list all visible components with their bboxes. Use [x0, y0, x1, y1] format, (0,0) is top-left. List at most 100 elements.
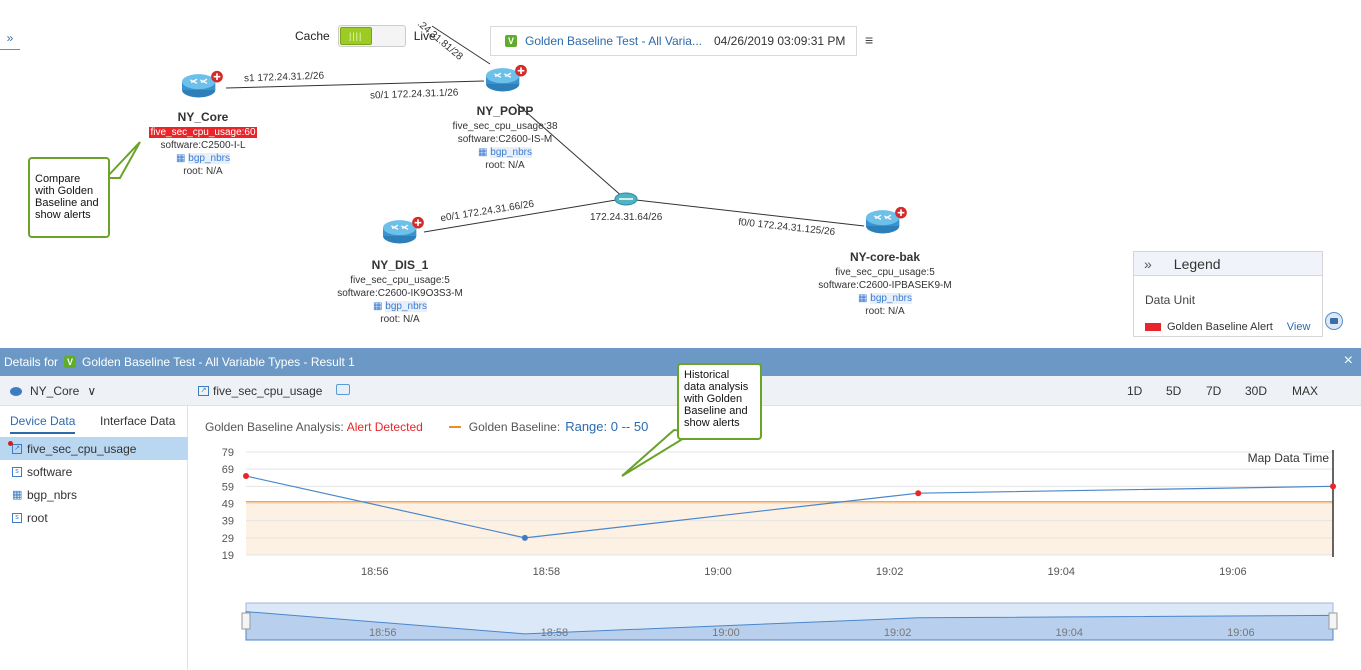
toggle-switch[interactable]: |||| — [337, 25, 406, 47]
alert-swatch — [1145, 323, 1161, 331]
details-title: Golden Baseline Test - All Variable Type… — [82, 355, 355, 369]
range-max[interactable]: MAX — [1292, 384, 1319, 398]
callout-line: Compare — [35, 173, 81, 185]
baseline-range: Range: 0 -- 50 — [565, 419, 649, 434]
navigator-tick-label: 19:02 — [884, 627, 912, 639]
y-tick-label: 49 — [222, 499, 234, 511]
table-icon: ▦ — [373, 301, 386, 312]
link-top — [431, 25, 491, 65]
bgp-nbrs-link[interactable]: bgp_nbrs — [188, 153, 230, 164]
callout-line: with Golden — [684, 393, 743, 405]
node-ny-dis-1[interactable]: NY_DIS_1 five_sec_cpu_usage:5 software:C… — [310, 258, 490, 326]
bgp-nbrs-link[interactable]: bgp_nbrs — [490, 147, 532, 158]
list-item-five-sec-cpu-usage[interactable]: ↗ five_sec_cpu_usage — [0, 437, 188, 460]
compare-callout: Compare with Golden Baseline and show al… — [28, 157, 110, 238]
metric-tab[interactable]: ↗ five_sec_cpu_usage — [198, 384, 322, 398]
analysis-label: Golden Baseline Analysis: — [205, 419, 344, 434]
baseline-legend-swatch — [448, 425, 461, 428]
list-item-software[interactable]: s software — [0, 460, 188, 483]
close-icon[interactable]: × — [1343, 352, 1353, 369]
list-item-bgp-nbrs[interactable]: ▦ bgp_nbrs — [0, 483, 188, 506]
list-item-label: root — [27, 510, 48, 525]
router-icon-ny-popp[interactable] — [484, 64, 528, 94]
y-tick-label: 39 — [222, 516, 234, 528]
timeseries-icon: ↗ — [198, 386, 209, 396]
navigator-handle[interactable] — [1328, 612, 1338, 630]
software-value: software:C2600-IPBASEK9-M — [818, 280, 952, 291]
result-tab[interactable]: V Golden Baseline Test - All Varia... 04… — [490, 26, 857, 56]
metric-tab-label: five_sec_cpu_usage — [213, 384, 323, 398]
topology-links — [225, 25, 865, 233]
node-ny-popp[interactable]: NY_POPP five_sec_cpu_usage:38 software:C… — [415, 104, 595, 172]
string-icon: s — [12, 512, 22, 523]
menu-icon[interactable]: ≡ — [865, 32, 874, 48]
legend-item-alert: Golden Baseline Alert View — [1145, 321, 1310, 333]
cpu-alert-value: five_sec_cpu_usage:60 — [149, 127, 257, 138]
data-list-panel: Device Data Interface Data ↗ five_sec_cp… — [0, 406, 188, 670]
collapse-legend-icon[interactable]: » — [1144, 255, 1152, 272]
navigator-tick-label: 19:00 — [712, 627, 740, 639]
hub-icon[interactable] — [614, 192, 638, 206]
tab-interface-data[interactable]: Interface Data — [100, 414, 176, 428]
node-name: NY_POPP — [476, 104, 534, 118]
historical-callout: Historical data analysis with Golden Bas… — [677, 363, 762, 440]
toggle-knob[interactable]: |||| — [339, 27, 372, 45]
callout-line: Historical — [684, 369, 730, 381]
node-ny-core-bak[interactable]: NY-core-bak five_sec_cpu_usage:5 softwar… — [795, 250, 975, 318]
node-ny-core[interactable]: NY_Core five_sec_cpu_usage:60 software:C… — [113, 110, 293, 178]
range-7d[interactable]: 7D — [1206, 384, 1222, 398]
link-core-popp — [225, 80, 485, 89]
router-icon-ny-core[interactable] — [180, 70, 224, 100]
navigator-handle[interactable] — [241, 612, 251, 630]
legend-data-unit: Data Unit — [1145, 293, 1196, 307]
tab-device-data[interactable]: Device Data — [10, 414, 76, 434]
visual-icon: V — [505, 35, 517, 47]
details-prefix: Details for — [4, 355, 59, 369]
range-30d[interactable]: 30D — [1245, 384, 1268, 398]
range-1d[interactable]: 1D — [1127, 384, 1143, 398]
visual-icon: V — [64, 356, 77, 368]
y-tick-label: 19 — [222, 550, 234, 562]
alert-point — [1330, 483, 1336, 490]
router-icon-ny-dis-1[interactable] — [381, 216, 425, 246]
root-value: root: N/A — [865, 306, 905, 317]
baseline-band — [246, 501, 1333, 555]
legend-title: Legend — [1173, 255, 1221, 272]
link-dis-hub — [423, 199, 617, 233]
node-name: NY-core-bak — [849, 250, 921, 264]
map-view-icon[interactable] — [1325, 312, 1343, 330]
software-value: software:C2600-IK9O3S3-M — [337, 288, 463, 299]
x-tick-label: 18:56 — [361, 566, 389, 578]
y-tick-label: 69 — [222, 464, 234, 476]
root-value: root: N/A — [183, 166, 223, 177]
table-icon: ▦ — [478, 147, 491, 158]
expand-panel-icon[interactable]: » — [0, 28, 20, 50]
legend-alert-label: Golden Baseline Alert — [1167, 321, 1273, 333]
table-icon: ▦ — [12, 488, 23, 501]
cache-live-toggle[interactable]: Cache |||| Live — [295, 24, 436, 48]
bgp-nbrs-link[interactable]: bgp_nbrs — [870, 293, 912, 304]
table-icon: ▦ — [858, 293, 871, 304]
list-item-root[interactable]: s root — [0, 506, 188, 529]
analysis-summary: Golden Baseline Analysis: Alert Detected… — [205, 419, 648, 434]
device-selector[interactable]: NY_Core ∨ — [10, 384, 96, 398]
navigator-tick-label: 19:04 — [1055, 627, 1083, 639]
compare-callout-pointer — [103, 141, 141, 179]
legend-view-link[interactable]: View — [1286, 321, 1311, 333]
topology-map[interactable]: » Cache |||| Live V Golden Baseline Test… — [0, 0, 1361, 348]
view-toggle-icon[interactable] — [336, 384, 350, 395]
result-tab-title[interactable]: Golden Baseline Test - All Varia... — [525, 34, 702, 48]
legend-panel: » Legend Data Unit Golden Baseline Alert… — [1133, 251, 1323, 337]
range-5d[interactable]: 5D — [1166, 384, 1182, 398]
cpu-value: five_sec_cpu_usage:38 — [452, 121, 558, 132]
callout-line: show alerts — [35, 209, 91, 221]
string-icon: s — [12, 466, 22, 477]
router-icon-ny-core-bak[interactable] — [864, 206, 908, 236]
y-tick-label: 79 — [222, 447, 234, 459]
bgp-nbrs-link[interactable]: bgp_nbrs — [385, 301, 427, 312]
table-icon: ▦ — [176, 153, 189, 164]
device-icon — [10, 386, 22, 396]
navigator-tick-label: 19:06 — [1227, 627, 1255, 639]
software-value: software:C2500-I-L — [160, 140, 246, 151]
